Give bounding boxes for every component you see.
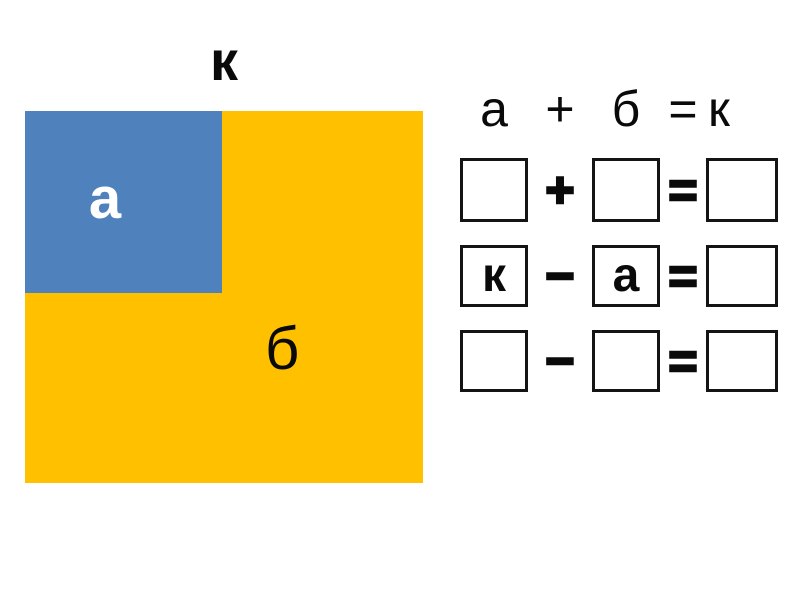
- whole-square: а б: [25, 111, 423, 483]
- equals-sign-row2: =: [667, 248, 699, 304]
- answer-box-row3-result[interactable]: [706, 330, 778, 392]
- equations-panel: а + б = к + = к − а = − =: [460, 82, 778, 392]
- answer-box-row1-result[interactable]: [706, 158, 778, 222]
- formula-term-a: а: [480, 80, 508, 137]
- answer-box-row3-right[interactable]: [592, 330, 660, 392]
- equals-sign-row1: =: [667, 162, 699, 218]
- formula-term-k: к: [708, 80, 730, 137]
- minus-sign-row3: −: [544, 333, 576, 389]
- part-a-label: а: [88, 166, 122, 231]
- answer-box-row1-left[interactable]: [460, 158, 528, 222]
- formula-equals-sign: =: [668, 80, 698, 137]
- answer-box-row3-left[interactable]: [460, 330, 528, 392]
- formula-plus-sign: +: [545, 80, 575, 137]
- minus-sign-row2: −: [544, 248, 576, 304]
- formula-term-b: б: [611, 80, 641, 137]
- part-b-label: б: [265, 315, 300, 382]
- answer-box-row2-right[interactable]: а: [592, 245, 660, 307]
- whole-square-label: к: [209, 29, 239, 92]
- answer-box-row1-right[interactable]: [592, 158, 660, 222]
- answer-box-row2-left[interactable]: к: [460, 245, 528, 307]
- part-a-square: а: [25, 111, 222, 293]
- plus-sign-row1: +: [544, 162, 576, 218]
- answer-box-row2-result[interactable]: [706, 245, 778, 307]
- equals-sign-row3: =: [667, 333, 699, 389]
